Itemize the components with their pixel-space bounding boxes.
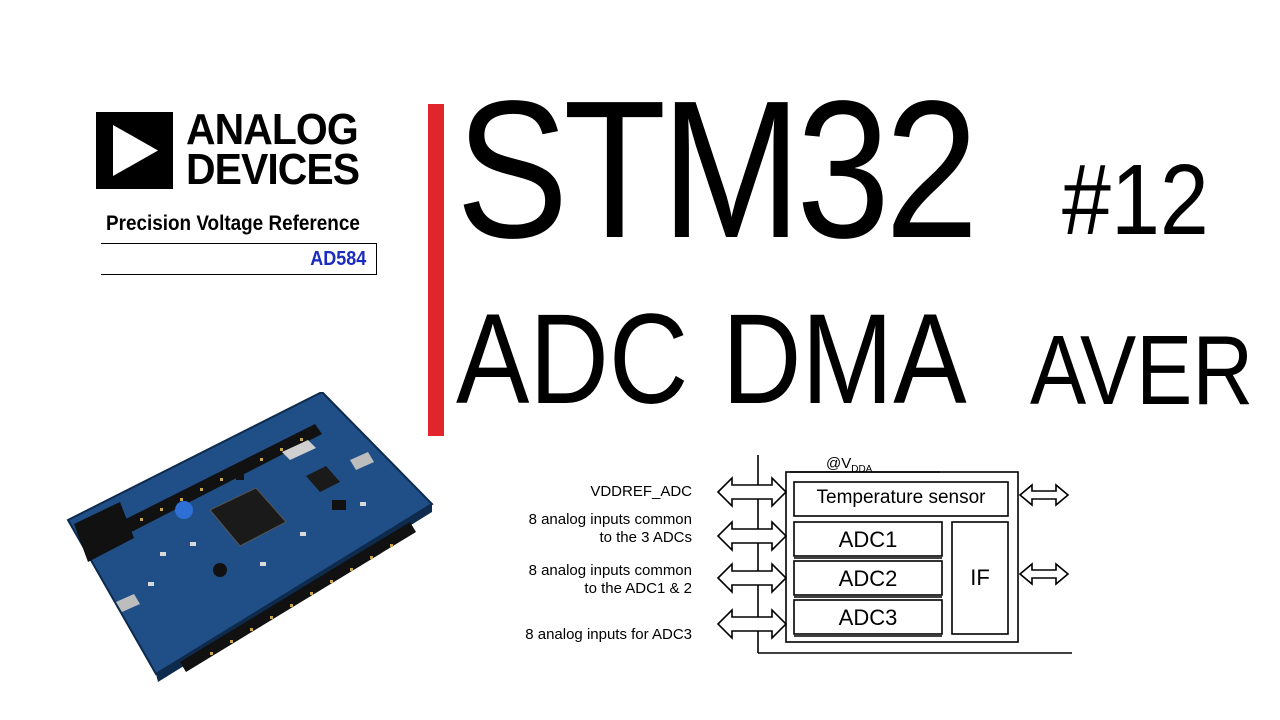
title-word-dma: DMA bbox=[722, 288, 967, 431]
interface-block: IF bbox=[970, 565, 990, 590]
title-word-adc: ADC bbox=[456, 288, 689, 431]
adc1-block: ADC1 bbox=[838, 527, 898, 552]
triangle-play-icon bbox=[96, 112, 173, 189]
logo-line-1: ANALOG bbox=[186, 105, 359, 154]
part-number: AD584 bbox=[309, 248, 366, 270]
title-number: #12 bbox=[1062, 144, 1209, 256]
part-number-box: AD584 bbox=[101, 243, 377, 275]
temperature-sensor-block: Temperature sensor bbox=[816, 487, 986, 508]
discovery-board-image bbox=[66, 392, 434, 682]
analog-devices-logo: ANALOG DEVICES bbox=[96, 105, 386, 194]
label-inputs-common-3-l1: 8 analog inputs common bbox=[528, 511, 692, 528]
label-inputs-common-12-l2: to the ADC1 & 2 bbox=[584, 580, 692, 597]
logo-line-2: DEVICES bbox=[186, 145, 360, 194]
title-main: STM32 bbox=[456, 60, 979, 279]
red-divider bbox=[428, 104, 444, 436]
label-inputs-adc3: 8 analog inputs for ADC3 bbox=[525, 626, 692, 643]
reference-title: Precision Voltage Reference bbox=[106, 212, 360, 235]
label-inputs-common-12-l1: 8 analog inputs common bbox=[528, 562, 692, 579]
label-vddref: VDDREF_ADC bbox=[590, 483, 692, 500]
title-word-aver: AVER bbox=[1030, 315, 1254, 425]
adc3-block: ADC3 bbox=[838, 605, 898, 630]
supply-label: @VDDA bbox=[826, 455, 873, 475]
label-inputs-common-3-l2: to the 3 ADCs bbox=[599, 529, 692, 546]
adc2-block: ADC2 bbox=[838, 566, 898, 591]
